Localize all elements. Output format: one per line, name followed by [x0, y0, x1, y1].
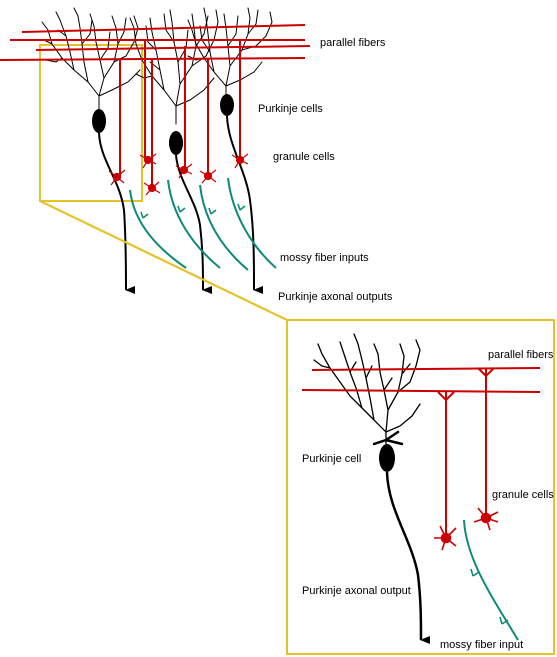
purkinje-soma-middle — [169, 131, 183, 155]
inset-granule-axons — [437, 367, 495, 535]
inset-purkinje-dendrite-tree — [313, 333, 421, 446]
inset-mossy-fiber-arrowhead-2 — [499, 616, 509, 625]
label-parallel-fibers: parallel fibers — [320, 37, 386, 49]
granule-axons-top — [119, 40, 241, 188]
purkinje-axon-middle — [175, 154, 213, 294]
mossy-fibers-top — [129, 177, 277, 271]
inset-mossy-fiber — [463, 519, 519, 641]
overview-panel: parallel fibers Purkinje cells granule c… — [0, 7, 393, 321]
inset-label-mossy-fiber-input: mossy fiber input — [440, 639, 523, 651]
inset-parallel-fibers — [301, 367, 541, 393]
purkinje-axon-left — [98, 132, 136, 294]
inset-label-purkinje-cell: Purkinje cell — [302, 453, 361, 465]
purkinje-dendrite-tree-right — [187, 7, 273, 101]
inset-frame — [286, 319, 555, 655]
mossy-fiber-arrowheads-top — [140, 203, 246, 219]
zoom-connectors — [39, 200, 288, 321]
inset-purkinje-axon — [385, 471, 431, 644]
label-purkinje-axonal-outputs: Purkinje axonal outputs — [278, 291, 393, 303]
label-mossy-fiber-inputs: mossy fiber inputs — [280, 252, 369, 264]
inset-label-granule-cells: granule cells — [492, 489, 554, 501]
inset-granule-cells — [434, 507, 499, 551]
inset-label-parallel-fibers: parallel fibers — [488, 349, 554, 361]
label-granule-cells: granule cells — [273, 151, 335, 163]
inset-purkinje-soma — [379, 444, 395, 472]
purkinje-soma-right — [220, 94, 234, 116]
label-purkinje-cells: Purkinje cells — [258, 103, 323, 115]
granule-cells-top — [108, 153, 249, 196]
parallel-fibers-top — [0, 24, 311, 61]
inset-panel: parallel fibers Purkinje cell granule ce… — [286, 319, 555, 655]
purkinje-axon-right — [226, 115, 264, 294]
inset-label-purkinje-axonal-output: Purkinje axonal output — [302, 585, 411, 597]
purkinje-soma-left — [92, 109, 106, 133]
inset-mossy-fiber-arrowhead — [470, 568, 480, 577]
